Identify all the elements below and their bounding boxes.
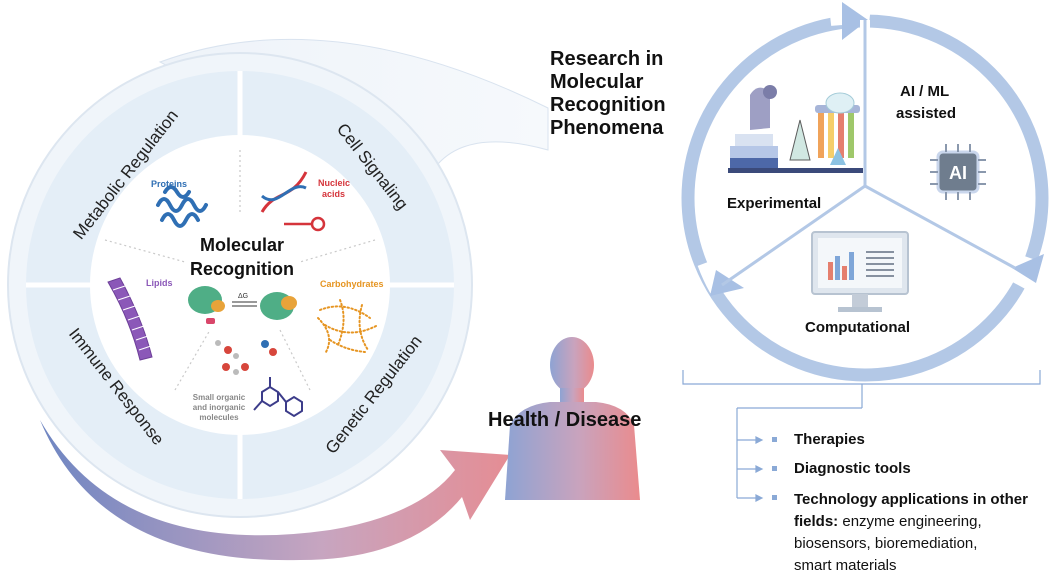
rna-hairpin-icon bbox=[284, 216, 326, 232]
label-small-line1: Small organic bbox=[193, 393, 246, 402]
binding-illustration bbox=[188, 286, 297, 324]
outcome-bullets bbox=[772, 437, 777, 500]
outcome-tech-rest-line2: enzyme engineering, bbox=[838, 513, 982, 530]
big-arrow bbox=[40, 420, 510, 561]
outcome-tech-bold-line2: fields: bbox=[794, 513, 839, 530]
inner-disc bbox=[90, 135, 390, 435]
computer-monitor-icon bbox=[811, 231, 909, 312]
outcome-arrows bbox=[737, 436, 764, 502]
research-heading: Research in Molecular Recognition Phenom… bbox=[550, 48, 666, 140]
research-heading-line1: Research in bbox=[550, 48, 664, 70]
outcome-diagnostic-label: Diagnostic tools bbox=[794, 460, 911, 477]
outcome-tech-bold-line1: Technology applications in other bbox=[794, 491, 1028, 508]
research-heading-line2: Molecular bbox=[550, 71, 644, 93]
health-disease-label: Health / Disease bbox=[488, 409, 641, 431]
label-computational: Computational bbox=[805, 319, 910, 336]
center-label-line1: Molecular bbox=[200, 235, 284, 255]
outcome-bracket bbox=[682, 370, 1041, 498]
outcome-tech-line4: smart materials bbox=[794, 557, 897, 574]
lipid-stripes bbox=[112, 285, 152, 351]
research-cycle bbox=[681, 2, 1049, 382]
label-experimental: Experimental bbox=[727, 195, 821, 212]
label-small-line3: molecules bbox=[199, 413, 239, 422]
label-ai-ml-line2: assisted bbox=[896, 105, 956, 122]
dotted-separators bbox=[104, 150, 376, 391]
ai-chip-icon bbox=[930, 144, 986, 200]
protein-icon bbox=[156, 185, 208, 228]
research-heading-line3: Recognition bbox=[550, 94, 666, 116]
carbohydrate-icon bbox=[317, 299, 379, 353]
dna-icon bbox=[260, 171, 308, 213]
cycle-arrowhead-top bbox=[842, 2, 868, 40]
outcome-technology: Technology applications in other fields:… bbox=[794, 489, 1028, 577]
lab-illustration-icon bbox=[728, 85, 863, 173]
label-nucleic-line2: acids bbox=[322, 189, 345, 199]
cycle-arrowhead-right bbox=[1012, 254, 1044, 283]
label-carbohydrates: Carbohydrates bbox=[320, 279, 384, 289]
label-ai-ml-line1: AI / ML bbox=[900, 83, 949, 100]
research-heading-line4: Phenomena bbox=[550, 117, 664, 139]
label-lipids: Lipids bbox=[146, 278, 173, 288]
center-label-line2: Recognition bbox=[190, 259, 294, 279]
ai-chip-label: AI bbox=[949, 163, 967, 183]
person-silhouette bbox=[505, 337, 640, 500]
label-nucleic-line1: Nucleic bbox=[318, 178, 350, 188]
label-proteins: Proteins bbox=[151, 179, 187, 189]
label-small-line2: and inorganic bbox=[193, 403, 246, 412]
outcome-diagnostic: Diagnostic tools bbox=[794, 460, 911, 477]
outcome-therapies-label: Therapies bbox=[794, 431, 865, 448]
small-molecules-icon bbox=[215, 340, 303, 418]
outcome-tech-line3: biosensors, bioremediation, bbox=[794, 535, 978, 552]
label-delta-g: ΔG bbox=[238, 293, 248, 300]
outcome-therapies: Therapies bbox=[794, 431, 865, 448]
